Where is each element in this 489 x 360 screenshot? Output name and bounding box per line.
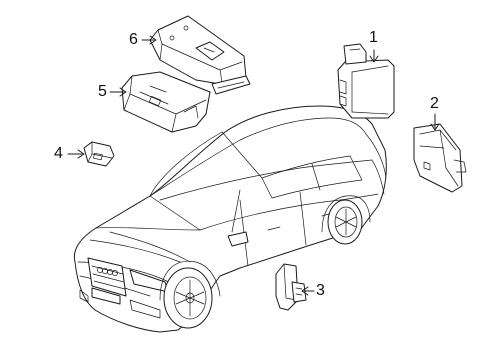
part-3-sensor bbox=[275, 263, 315, 311]
part-5-control-unit bbox=[109, 71, 211, 133]
callout-2: 2 bbox=[430, 95, 439, 112]
callout-1: 1 bbox=[369, 29, 378, 46]
part-6-bracket bbox=[141, 15, 251, 95]
part-1-module bbox=[337, 43, 395, 119]
callout-4: 4 bbox=[54, 145, 63, 162]
part-2-module bbox=[413, 113, 467, 193]
callout-3: 3 bbox=[316, 282, 325, 299]
callout-5: 5 bbox=[98, 83, 107, 100]
callout-6: 6 bbox=[129, 31, 138, 48]
part-4-module bbox=[67, 141, 115, 167]
vehicle-illustration bbox=[73, 105, 387, 333]
